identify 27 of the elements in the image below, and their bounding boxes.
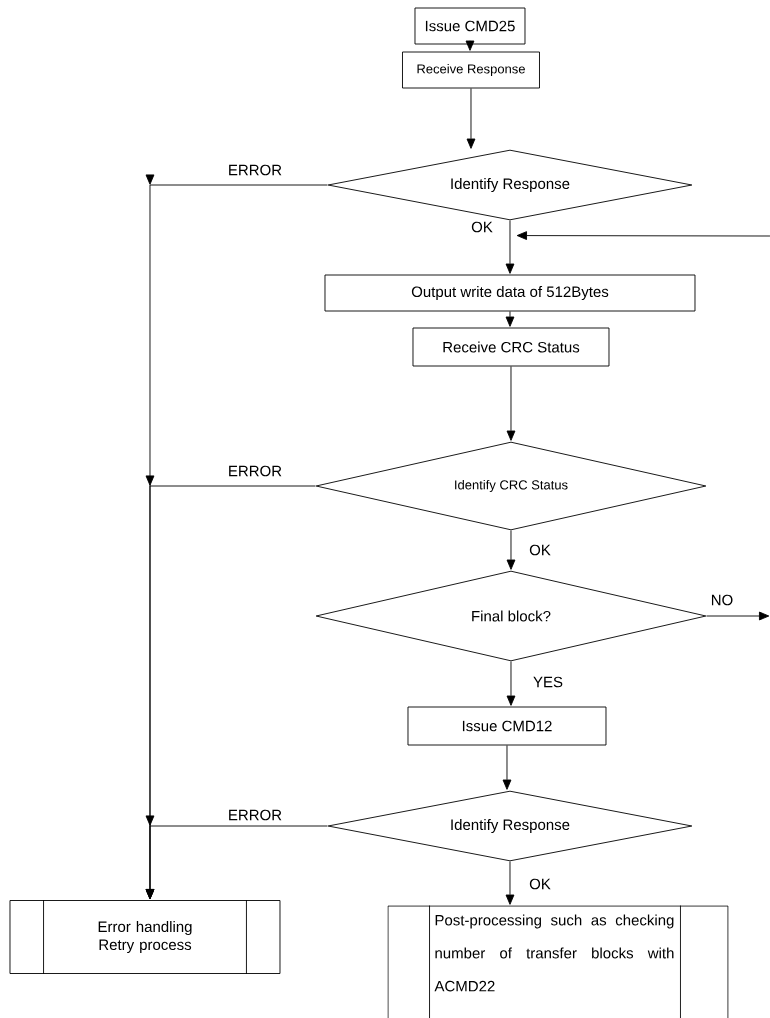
edge-label: NO — [709, 593, 735, 607]
process-box: Issue CMD25 — [414, 7, 526, 45]
process-box: Output write data of 512Bytes — [324, 274, 696, 312]
arrow — [506, 661, 516, 706]
edge-label: YES — [532, 675, 564, 689]
arrow — [706, 611, 770, 621]
arrow — [465, 40, 475, 51]
arrow — [502, 745, 512, 790]
arrow — [506, 530, 516, 570]
process-box: Issue CMD12 — [407, 706, 607, 746]
arrow — [516, 231, 770, 240]
arrow — [505, 861, 515, 905]
arrow — [505, 220, 515, 274]
edge-label: OK — [528, 543, 552, 557]
predefined-process-box: Post-processing such as checking number of transfer blocks with ACMD22 — [387, 905, 729, 1018]
edge-label: ERROR — [226, 464, 284, 478]
predefined-process-box: Error handling Retry process — [9, 899, 281, 975]
edge-label: OK — [528, 877, 552, 891]
process-box: Receive Response — [402, 51, 540, 89]
process-box: Receive CRC Status — [412, 327, 610, 367]
arrow — [145, 815, 328, 900]
edge-label: OK — [470, 220, 494, 234]
edge-label: ERROR — [226, 808, 284, 822]
arrow — [505, 311, 515, 327]
edge-label: ERROR — [226, 163, 284, 177]
arrow — [506, 366, 516, 441]
arrow — [466, 88, 476, 149]
